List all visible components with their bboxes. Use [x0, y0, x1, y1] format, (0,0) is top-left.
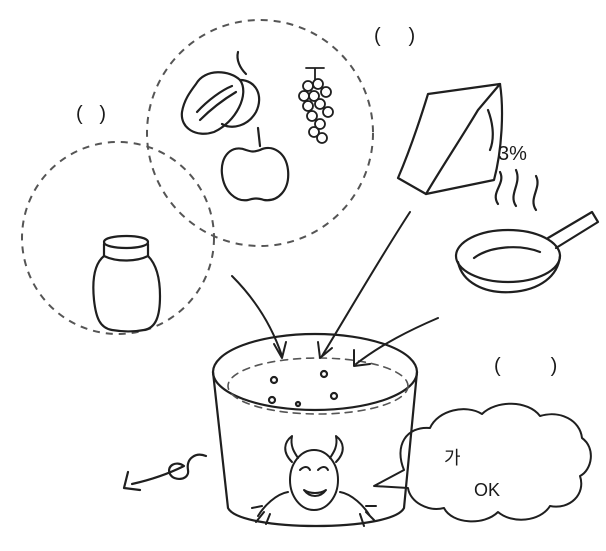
bubble-text-line2: OK — [474, 480, 500, 500]
grape-bunch-icon — [299, 68, 333, 143]
speech-bubble-icon — [374, 404, 591, 522]
blank-paren-top: ( ) — [374, 25, 415, 47]
bucket-icon — [213, 334, 417, 526]
devil-face-icon — [252, 436, 376, 526]
curly-arrow-icon — [124, 455, 206, 490]
arrows — [232, 212, 438, 366]
jar-icon — [93, 236, 160, 332]
bubble-text-line1: 가 — [444, 448, 461, 468]
blank-paren-left: ( ) — [76, 103, 106, 125]
sugar-bag-icon — [398, 84, 502, 194]
boiling-pot-icon — [456, 170, 598, 292]
jar-group-circle — [22, 142, 214, 334]
fruit-group-circle — [147, 20, 373, 246]
blank-paren-right: ( ) — [494, 355, 557, 377]
percent-label: 3% — [498, 143, 527, 165]
apple-icon — [222, 128, 288, 200]
fruit-plum-icon — [182, 52, 259, 134]
